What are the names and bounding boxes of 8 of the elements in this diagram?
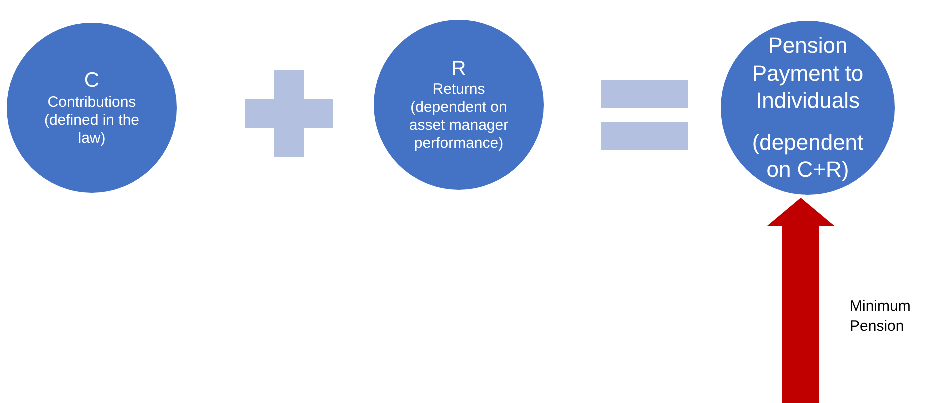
edge-label: Minimum Pension: [850, 297, 912, 338]
node-description: Returns (dependent on asset manager performance): [408, 81, 510, 153]
node-description: (dependent on C+R): [751, 128, 865, 184]
node-title: Pension Payment to Individuals: [751, 32, 865, 115]
node-description: Contributions (defined in the law): [43, 94, 141, 148]
arrow: [768, 198, 834, 403]
node-title: C: [84, 68, 100, 94]
node-title: R: [452, 57, 466, 81]
